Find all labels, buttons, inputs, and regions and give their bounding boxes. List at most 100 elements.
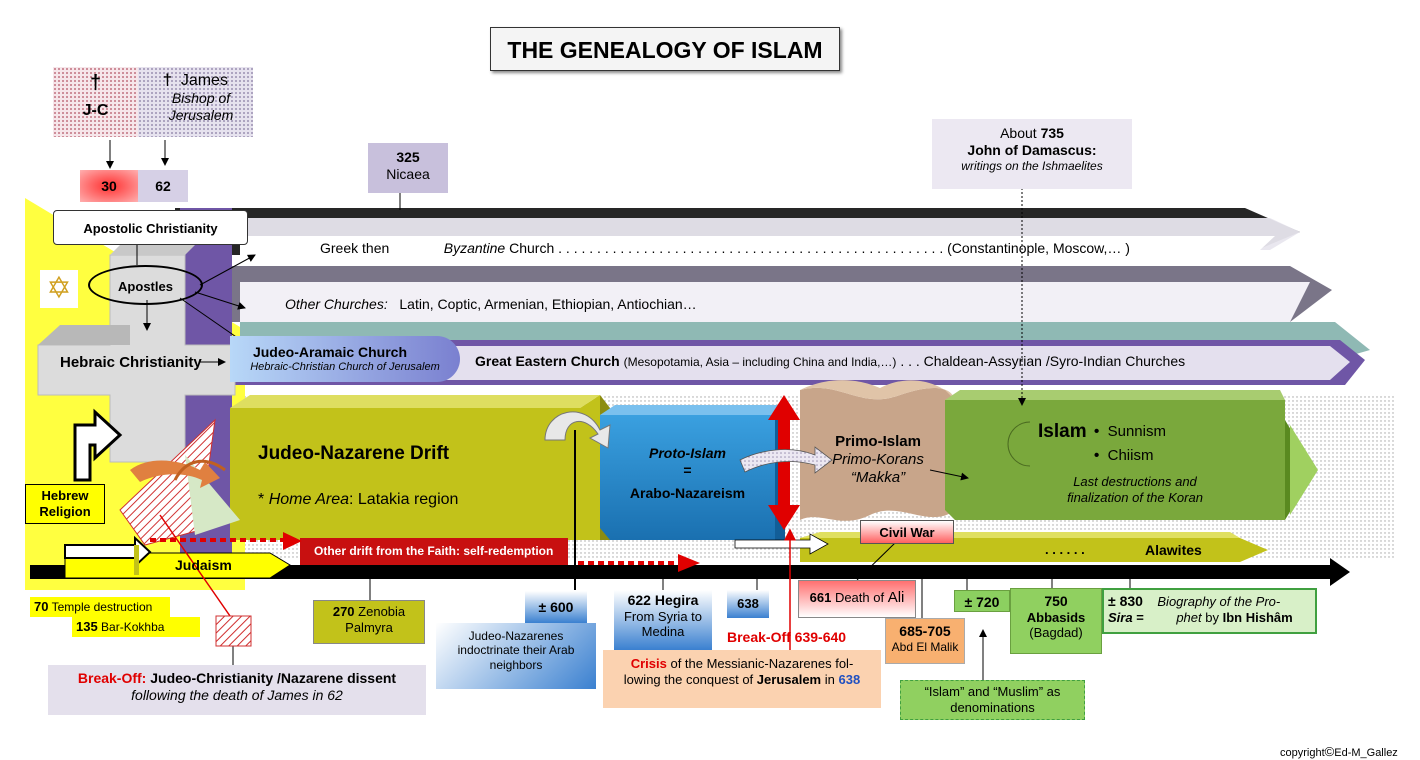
zenobia-name: Zenobia — [358, 604, 406, 619]
bullet-icon: • — [1094, 447, 1100, 464]
zenobia-year: 270 — [332, 604, 355, 619]
primo-korans-label: Primo-Korans — [832, 451, 924, 468]
other-churches-label: Other Churches: Latin, Coptic, Armenian,… — [285, 296, 697, 313]
proto-islam-label: Proto-Islam — [648, 445, 726, 461]
death-of-ali-box: 661 Death of Ali — [798, 580, 916, 618]
nicaea-place: Nicaea — [386, 165, 430, 182]
byzantine-church-label: Greek then Byzantine Church . . . . . . … — [320, 240, 1130, 257]
breakoff-62-box: Break-Off: Judeo-Christianity /Nazarene … — [48, 665, 426, 715]
year-720-box: ± 720 — [954, 590, 1010, 612]
john-of-damascus-box: About 735 John of Damascus: writings on … — [932, 119, 1132, 189]
bullet-icon: • — [1094, 423, 1100, 440]
jc-label: J-C — [82, 102, 109, 119]
alawites-dots: . . . . . . — [1045, 542, 1085, 557]
judeo-aramaic-label: Judeo-Aramaic Church — [252, 344, 408, 360]
other-list: Latin, Coptic, Armenian, Ethiopian, Anti… — [399, 296, 697, 312]
alawites-label: Alawites — [1145, 542, 1202, 558]
sira-equals: = — [1136, 609, 1144, 625]
james-box: † James Bishop of Jerusalem — [138, 67, 253, 137]
sira-text1: Biography of the Pro- — [1157, 594, 1281, 609]
other-drift-label: Other drift from the Faith: self-redempt… — [314, 544, 554, 558]
sira-label: Sira — [1108, 609, 1133, 625]
crisis-638: 638 — [838, 671, 861, 687]
year-638-box: 638 — [727, 590, 769, 618]
james-title: Bishop of Jerusalem — [168, 90, 234, 123]
apostolic-christianity-box: Apostolic Christianity — [53, 210, 248, 245]
copyright-text: copyright — [1280, 747, 1325, 759]
byzantine-dots: . . . . . . . . . . . . . . . . . . . . … — [558, 240, 944, 256]
abbasids-box: 750 Abbasids (Bagdad) — [1010, 588, 1102, 654]
primo-islam-box: Primo-Islam Primo-Korans “Makka” — [808, 433, 948, 487]
proto-islam-box: Proto-Islam = Arabo-Nazareism — [600, 445, 775, 501]
sira-by: by — [1205, 609, 1219, 625]
bar-text: Bar-Kokhba — [101, 620, 165, 634]
copyright-notice: copyright©Ed-M_Gallez — [1280, 744, 1398, 760]
chiism-text: Chiism — [1107, 447, 1154, 464]
cross-icon: † — [89, 72, 102, 94]
crisis-word: Crisis — [630, 656, 667, 671]
islam-label: Islam — [1038, 421, 1087, 442]
abd-years: 685-705 — [899, 623, 951, 639]
crisis-rest1: of the Messianic-Nazarenes fol- — [670, 656, 854, 671]
hebrew-religion-box: Hebrew Religion — [25, 484, 105, 524]
ali-year: 661 — [809, 590, 832, 605]
chiism-label: • Chiism — [1094, 447, 1153, 465]
zenobia-place: Palmyra — [345, 619, 393, 635]
civil-war-box: Civil War — [860, 520, 954, 544]
abbasid-year: 750 — [1044, 593, 1068, 609]
hegira-year: 622 — [627, 592, 651, 608]
drift-home-label: Home Area — [268, 491, 350, 508]
proto-equals: = — [683, 461, 692, 478]
hegira-sub: From Syria to Medina — [623, 608, 702, 640]
year-600-box: ± 600 — [525, 591, 587, 623]
judeo-aramaic-box: Judeo-Aramaic Church Hebraic-Christian C… — [230, 336, 460, 382]
john-about: About — [1000, 125, 1037, 141]
nicaea-year: 325 — [396, 149, 420, 165]
sira-author: Ibn Hishâm — [1222, 609, 1293, 625]
hegira-box: 622 Hegira From Syria to Medina — [614, 590, 712, 650]
hegira-label: Hegira — [654, 592, 699, 608]
sira-text2: phet — [1176, 609, 1202, 625]
nicaea-box: 325 Nicaea — [368, 143, 448, 193]
sira-box: ± 830 Biography of the Pro- Sira = phet … — [1102, 588, 1317, 634]
great-eastern-title: Great Eastern Church — [475, 353, 620, 369]
drift-home-value: : Latakia region — [349, 491, 459, 508]
temple-destruction-box: 70 Temple destruction — [30, 597, 170, 617]
judeo-aramaic-sub: Hebraic-Christian Church of Jerusalem — [250, 360, 440, 373]
crisis-rest2: lowing the conquest of — [623, 671, 754, 687]
bar-kokhba-box: 135 Bar-Kokhba — [72, 617, 200, 637]
john-work: writings on the Ishmaelites — [961, 158, 1103, 173]
byzantine-end: (Constantinople, Moscow,… ) — [947, 240, 1130, 256]
ali-name: Ali — [887, 589, 905, 606]
judeo-nazarene-drift-title: Judeo-Nazarene Drift — [258, 443, 450, 464]
makka-label: “Makka” — [850, 469, 906, 486]
temple-year: 70 — [34, 599, 49, 614]
james-name: James — [180, 72, 228, 89]
abbasid-label: Abbasids — [1026, 609, 1086, 625]
year-62-box: 62 — [138, 170, 188, 202]
great-eastern-church-label: Great Eastern Church (Mesopotamia, Asia … — [475, 353, 1185, 370]
breakoff1-sub: following the death of James in 62 — [131, 686, 343, 703]
denominations-box: “Islam” and “Muslim” as denominations — [900, 680, 1085, 720]
john-year: 735 — [1040, 125, 1064, 141]
apostles-ellipse: Apostles — [88, 265, 203, 305]
breakoff1-rest: Judeo-Christianity /Nazarene dissent — [150, 670, 397, 686]
ali-text: Death of — [834, 590, 885, 605]
jesus-christ-box: † J-C — [53, 67, 138, 137]
copyright-icon: © — [1324, 744, 1335, 759]
primo-islam-label: Primo-Islam — [835, 433, 921, 450]
crisis-in: in — [824, 671, 835, 687]
hebraic-christianity-label: Hebraic Christianity — [60, 354, 202, 371]
year-830: ± 830 — [1108, 593, 1143, 609]
crisis-jerusalem: Jerusalem — [756, 671, 822, 687]
abbasid-place: (Bagdad) — [1029, 625, 1083, 641]
judaism-label: Judaism — [175, 557, 232, 573]
sunnism-text: Sunnism — [1107, 423, 1166, 440]
zenobia-box: 270 Zenobia Palmyra — [313, 600, 425, 644]
breakoff-639-label: Break-Off 639-640 — [727, 629, 847, 645]
bar-year: 135 — [76, 619, 98, 634]
cross-icon: † — [163, 72, 172, 89]
crisis-box: Crisis of the Messianic-Nazarenes fol- l… — [603, 650, 881, 708]
abd-name: Abd El Malik — [891, 639, 959, 654]
